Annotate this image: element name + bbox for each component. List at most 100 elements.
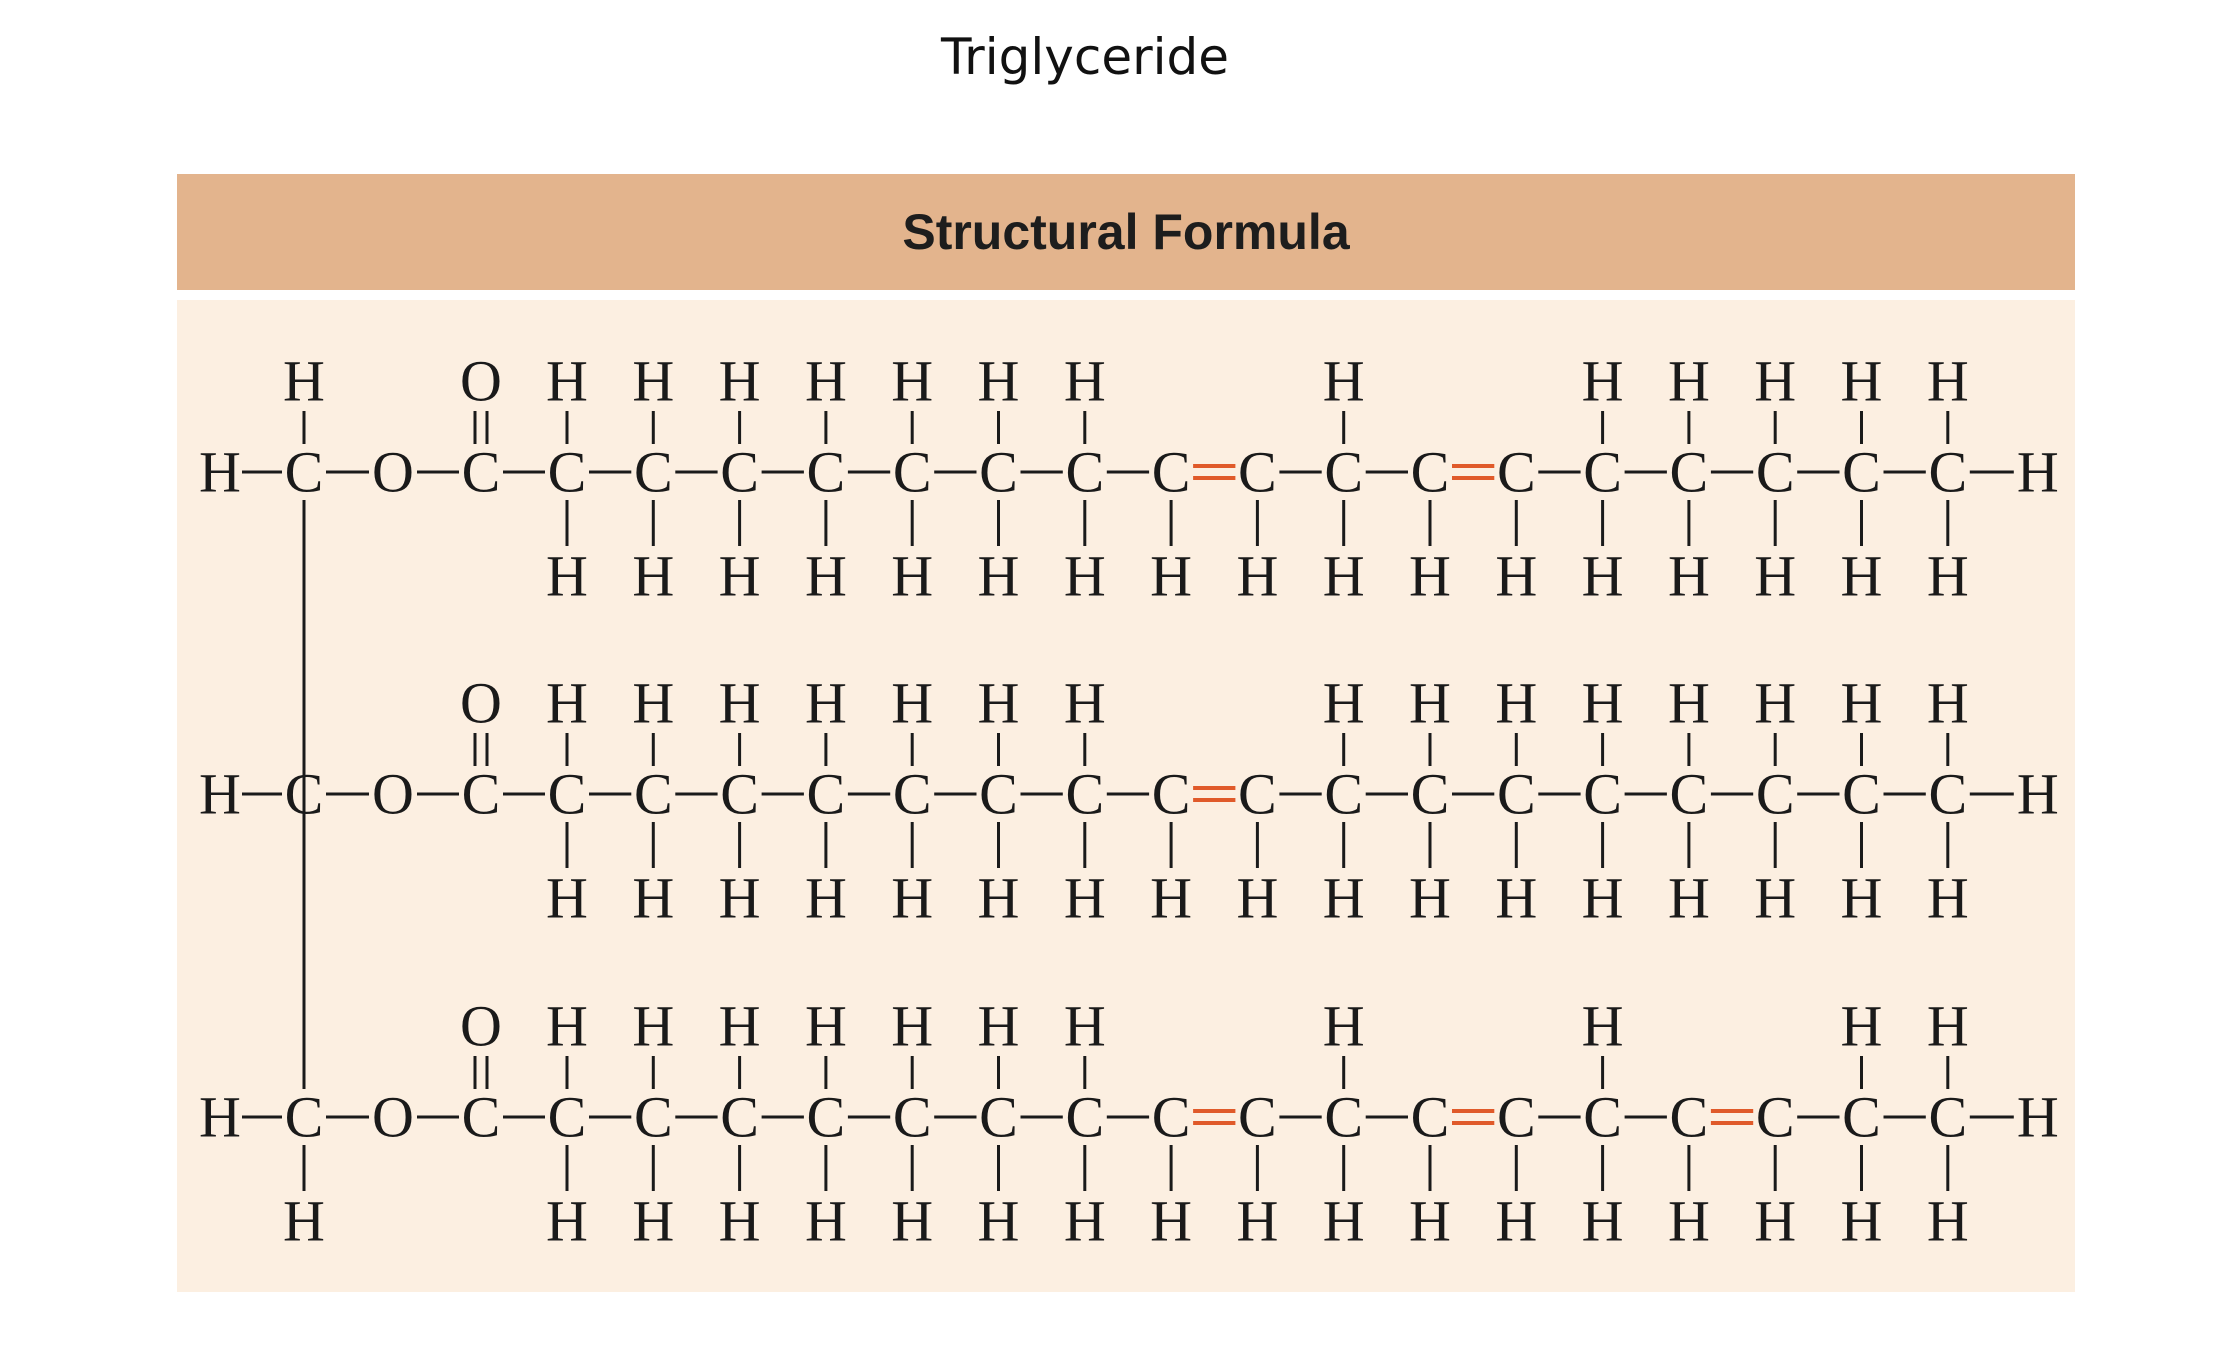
- slide-title: Triglyceride: [940, 28, 1230, 86]
- row-3-carbon-10: C: [1324, 1085, 1363, 1150]
- row-3-top-hydrogen-6: H: [978, 994, 1020, 1059]
- row-2-bottom-hydrogen-17: H: [1927, 866, 1969, 931]
- row-1-bottom-hydrogen-3: H: [719, 544, 761, 609]
- row-1-carbon-17: C: [1928, 440, 1967, 505]
- row-1-glycerol-carbon: C: [285, 440, 324, 505]
- row-3-carbonyl-oxygen: O: [460, 994, 502, 1059]
- row-2-bottom-hydrogen-3: H: [719, 866, 761, 931]
- row-1-top-hydrogen-16: H: [1841, 349, 1883, 414]
- row-3-glycerol-carbon: C: [285, 1085, 324, 1150]
- row-1-bottom-hydrogen-14: H: [1668, 544, 1710, 609]
- row-3-top-hydrogen-3: H: [719, 994, 761, 1059]
- row-3-bottom-hydrogen-7: H: [1064, 1189, 1106, 1254]
- row-2-glycerol-carbon: C: [285, 762, 324, 827]
- row-1-bottom-hydrogen-1: H: [546, 544, 588, 609]
- row-2-carbon-8: C: [1152, 762, 1191, 827]
- row-2-carbonyl-oxygen: O: [460, 671, 502, 736]
- row-1-top-hydrogen-6: H: [978, 349, 1020, 414]
- row-3-carbon-1: C: [548, 1085, 587, 1150]
- row-3-left-hydrogen: H: [199, 1085, 241, 1150]
- row-1-top-hydrogen-2: H: [632, 349, 674, 414]
- row-1-carbon-1: C: [548, 440, 587, 505]
- row-2-bottom-hydrogen-4: H: [805, 866, 847, 931]
- row-1-bottom-hydrogen-2: H: [632, 544, 674, 609]
- row-2-carbon-13: C: [1583, 762, 1622, 827]
- row-2-top-hydrogen-7: H: [1064, 671, 1106, 736]
- row-3-bottom-hydrogen-15: H: [1754, 1189, 1796, 1254]
- row-1-bottom-hydrogen-15: H: [1754, 544, 1796, 609]
- row-2-carbon-9: C: [1238, 762, 1277, 827]
- row-2-carbon-12: C: [1497, 762, 1536, 827]
- row-1-carbon-13: C: [1583, 440, 1622, 505]
- row-3-carbon-12: C: [1497, 1085, 1536, 1150]
- row-2-carbon-16: C: [1842, 762, 1881, 827]
- row-1-carbon-7: C: [1065, 440, 1104, 505]
- row-1-carbon-5: C: [893, 440, 932, 505]
- row-2-carbon-15: C: [1756, 762, 1795, 827]
- row-1-carbon-3: C: [720, 440, 759, 505]
- row-3-bottom-hydrogen-14: H: [1668, 1189, 1710, 1254]
- row-3-bottom-hydrogen-2: H: [632, 1189, 674, 1254]
- row-3-carbon-13: C: [1583, 1085, 1622, 1150]
- row-1-top-hydrogen-14: H: [1668, 349, 1710, 414]
- row-2-bottom-hydrogen-5: H: [891, 866, 933, 931]
- row-2-bottom-hydrogen-15: H: [1754, 866, 1796, 931]
- row-3-terminal-hydrogen: H: [2017, 1085, 2059, 1150]
- row-2-carbon-6: C: [979, 762, 1018, 827]
- row-3-top-hydrogen-2: H: [632, 994, 674, 1059]
- row-2-bottom-hydrogen-14: H: [1668, 866, 1710, 931]
- row-1-bottom-hydrogen-13: H: [1582, 544, 1624, 609]
- row-3-bottom-hydrogen-5: H: [891, 1189, 933, 1254]
- row-1-carbon-10: C: [1324, 440, 1363, 505]
- row-3-carbon-8: C: [1152, 1085, 1191, 1150]
- row-3-bottom-hydrogen-13: H: [1582, 1189, 1624, 1254]
- row-2-carbon-17: C: [1928, 762, 1967, 827]
- row-3-carbonyl-carbon: C: [462, 1085, 501, 1150]
- row-3-bottom-hydrogen-6: H: [978, 1189, 1020, 1254]
- row-2-top-hydrogen-13: H: [1582, 671, 1624, 736]
- panel-header: Structural Formula: [177, 174, 2075, 290]
- row-3-carbon-11: C: [1411, 1085, 1450, 1150]
- row-3-bottom-hydrogen-8: H: [1150, 1189, 1192, 1254]
- row-2-bottom-hydrogen-10: H: [1323, 866, 1365, 931]
- row-1-carbon-2: C: [634, 440, 673, 505]
- row-2-bottom-hydrogen-11: H: [1409, 866, 1451, 931]
- row-2-top-hydrogen-5: H: [891, 671, 933, 736]
- row-1-carbonyl-carbon: C: [462, 440, 501, 505]
- row-1-carbon-8: C: [1152, 440, 1191, 505]
- row-3-carbon-15: C: [1756, 1085, 1795, 1150]
- row-2-top-hydrogen-14: H: [1668, 671, 1710, 736]
- row-3-carbon-4: C: [807, 1085, 846, 1150]
- row-1-carbon-14: C: [1670, 440, 1709, 505]
- row-2-bottom-hydrogen-1: H: [546, 866, 588, 931]
- row-2-bottom-hydrogen-6: H: [978, 866, 1020, 931]
- row-3-top-hydrogen-16: H: [1841, 994, 1883, 1059]
- row-1-top-hydrogen-3: H: [719, 349, 761, 414]
- row-1-bottom-hydrogen-16: H: [1841, 544, 1883, 609]
- row-1-ester-oxygen: O: [372, 440, 414, 505]
- row-1-bottom-hydrogen-5: H: [891, 544, 933, 609]
- row-1-carbon-12: C: [1497, 440, 1536, 505]
- row-1-top-hydrogen-7: H: [1064, 349, 1106, 414]
- row-2-carbon-4: C: [807, 762, 846, 827]
- row-1-top-hydrogen-1: H: [546, 349, 588, 414]
- row-2-carbon-1: C: [548, 762, 587, 827]
- row-1-bottom-hydrogen-9: H: [1236, 544, 1278, 609]
- row-1-carbon-15: C: [1756, 440, 1795, 505]
- row-3-carbon-9: C: [1238, 1085, 1277, 1150]
- row-3-top-hydrogen-13: H: [1582, 994, 1624, 1059]
- row-2-carbon-2: C: [634, 762, 673, 827]
- row-3-carbon-3: C: [720, 1085, 759, 1150]
- row-2-carbonyl-carbon: C: [462, 762, 501, 827]
- row-1-bottom-hydrogen-4: H: [805, 544, 847, 609]
- glycerol-bottom-hydrogen: H: [283, 1189, 325, 1254]
- row-2-left-hydrogen: H: [199, 762, 241, 827]
- row-1-bottom-hydrogen-11: H: [1409, 544, 1451, 609]
- row-2-carbon-14: C: [1670, 762, 1709, 827]
- row-3-carbon-6: C: [979, 1085, 1018, 1150]
- row-1-left-hydrogen: H: [199, 440, 241, 505]
- row-3-bottom-hydrogen-11: H: [1409, 1189, 1451, 1254]
- row-2-carbon-5: C: [893, 762, 932, 827]
- row-2-bottom-hydrogen-9: H: [1236, 866, 1278, 931]
